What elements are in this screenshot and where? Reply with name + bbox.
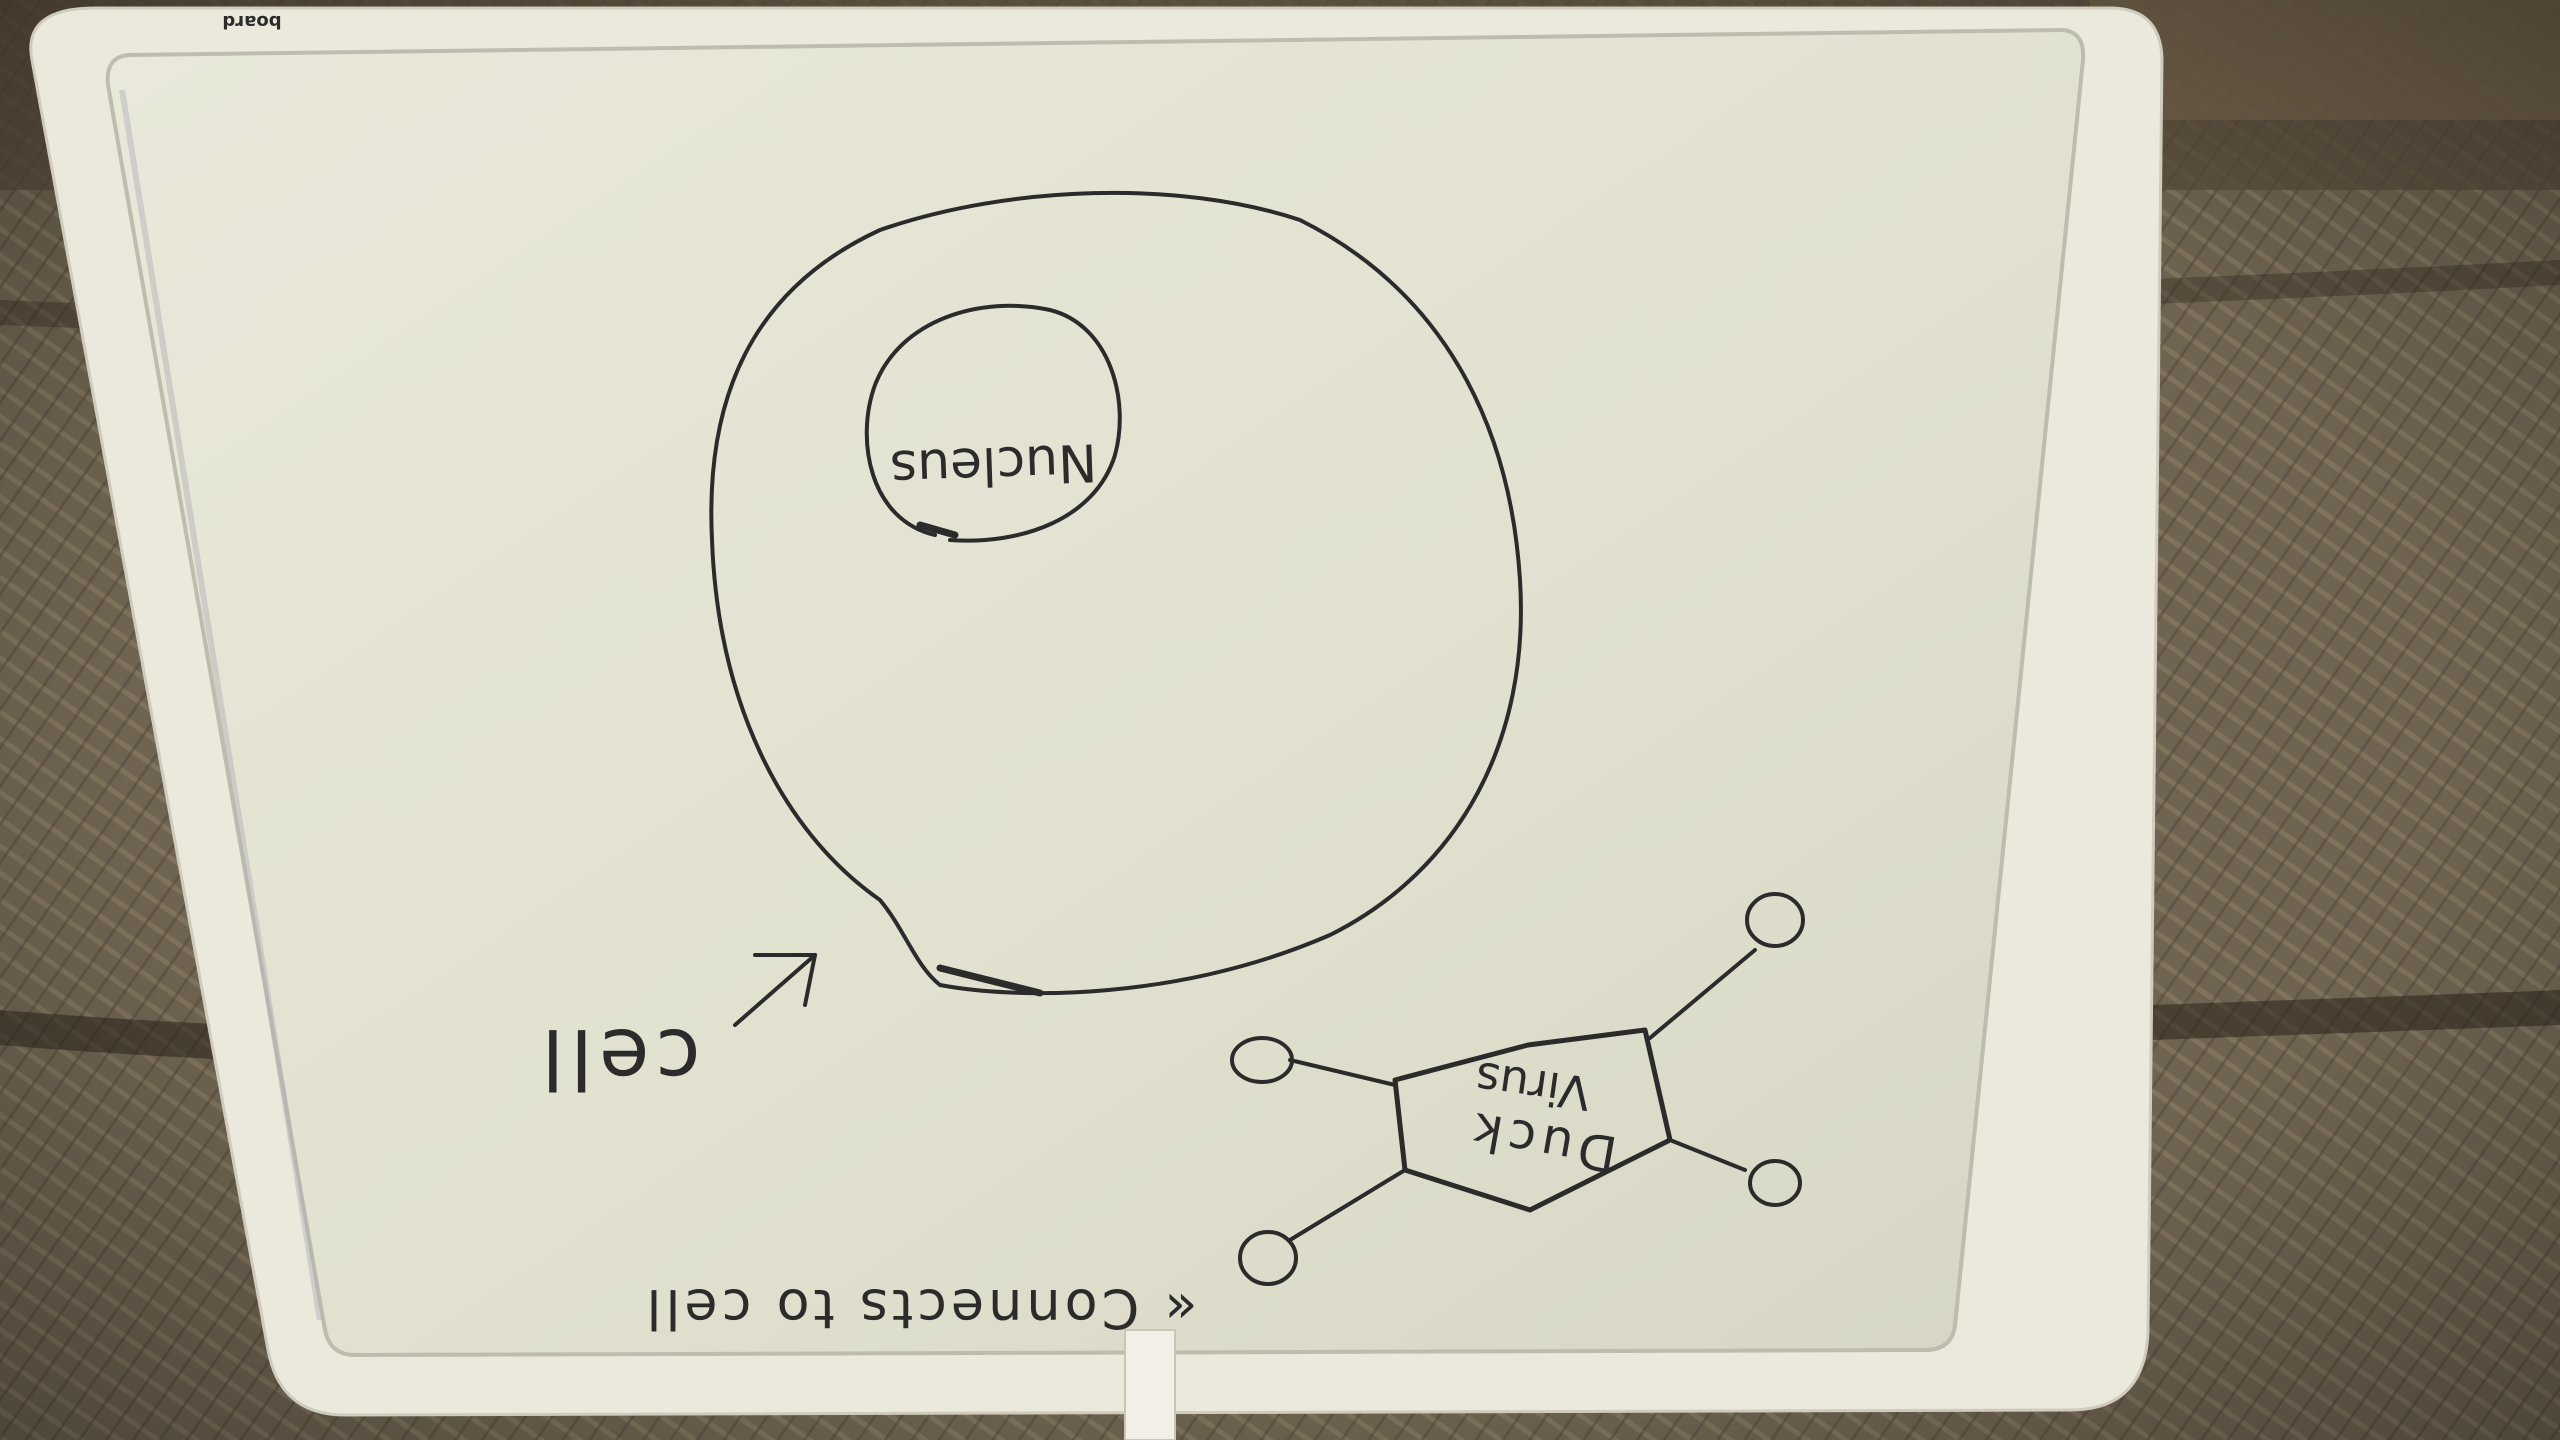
brand-label: board xyxy=(222,11,281,32)
connects-note: « Connects to cell xyxy=(642,1277,1197,1340)
virus-hexagon xyxy=(1392,1027,1673,1213)
board-surface xyxy=(105,27,2086,1358)
cell-label: cell xyxy=(535,1010,700,1105)
arrow-to-cell xyxy=(733,953,817,1027)
whiteboard-drawings xyxy=(709,190,1805,1286)
marker-clip xyxy=(1124,1329,1176,1440)
whiteboard xyxy=(29,6,2164,1440)
nucleus-outline xyxy=(864,303,1122,543)
cell-outline xyxy=(709,190,1523,996)
virus-spikes xyxy=(1230,892,1805,1286)
nucleus-label: Nucleus xyxy=(889,431,1098,498)
